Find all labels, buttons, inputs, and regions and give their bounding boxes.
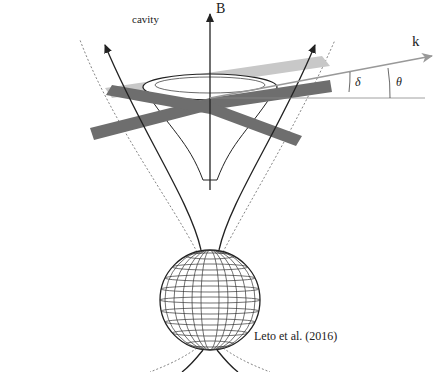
wave-vector-label: k [412,34,420,49]
angle-label: θ [396,76,402,88]
cavity-label: cavity [132,14,159,25]
field-label: B [216,2,225,16]
angle-label: δ [355,76,361,88]
citation-label: Leto et al. (2016) [254,330,337,342]
